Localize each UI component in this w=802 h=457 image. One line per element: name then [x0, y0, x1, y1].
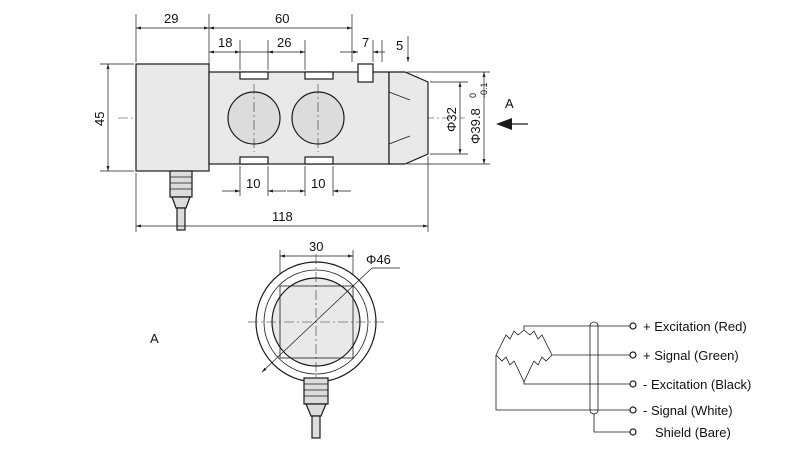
lead-label-signal-neg: - Signal (White)	[643, 403, 733, 418]
terminal-5	[629, 428, 637, 436]
dim-18: 18	[218, 35, 232, 50]
end-cable-stub	[311, 415, 321, 439]
dim-10-left: 10	[246, 176, 260, 191]
dim-26: 26	[277, 35, 291, 50]
dim-118: 118	[272, 209, 293, 224]
terminal-3	[629, 380, 637, 388]
dim-5: 5	[396, 38, 403, 53]
lead-label-excitation-pos: + Excitation (Red)	[643, 319, 747, 334]
tol-upper: 0	[468, 93, 478, 98]
end-view-label: A	[150, 331, 159, 346]
end-gland-taper	[305, 403, 327, 417]
groove-bottom-1	[239, 156, 269, 165]
cable-stub	[176, 207, 186, 231]
dim-10-right: 10	[311, 176, 325, 191]
dim-60: 60	[275, 11, 289, 26]
dim-phi39-8: Φ39.8	[468, 108, 483, 144]
terminal-1	[629, 322, 637, 330]
top-notch	[357, 63, 374, 83]
tol-lower: -0.1	[479, 82, 489, 98]
terminal-2	[629, 351, 637, 359]
groove-top-2	[304, 71, 334, 80]
dim-7: 7	[362, 35, 369, 50]
gauge-hole-2	[291, 91, 345, 145]
side-view: 29 60 18 26 7 5 45 10 10	[92, 11, 528, 232]
outer-ring-inner	[263, 269, 369, 375]
nose-bevel	[388, 91, 411, 145]
dim-30: 30	[309, 239, 323, 254]
housing-cylinder	[135, 63, 210, 172]
view-arrow-label: A	[505, 96, 514, 111]
shield-bar	[589, 321, 599, 415]
end-cable-gland	[303, 377, 329, 405]
tapered-nose	[388, 71, 429, 165]
lead-label-signal-pos: + Signal (Green)	[643, 348, 739, 363]
terminal-4	[629, 406, 637, 414]
gauge-hole-1	[227, 91, 281, 145]
groove-bottom-2	[304, 156, 334, 165]
dim-phi46: Φ46	[366, 252, 391, 267]
dim-45: 45	[92, 112, 107, 126]
dim-phi32: Φ32	[444, 107, 459, 132]
lead-label-shield: Shield (Bare)	[655, 425, 731, 440]
cable-gland	[169, 170, 193, 198]
groove-top-1	[239, 71, 269, 80]
end-view: A 30 Φ46	[150, 239, 400, 439]
view-arrow-head	[496, 118, 512, 130]
gland-taper	[171, 196, 191, 209]
wiring-diagram: + Excitation (Red) + Signal (Green) - Ex…	[495, 319, 751, 440]
dim-29: 29	[164, 11, 178, 26]
lead-label-excitation-neg: - Excitation (Black)	[643, 377, 751, 392]
wheatstone-bridge	[495, 329, 553, 383]
